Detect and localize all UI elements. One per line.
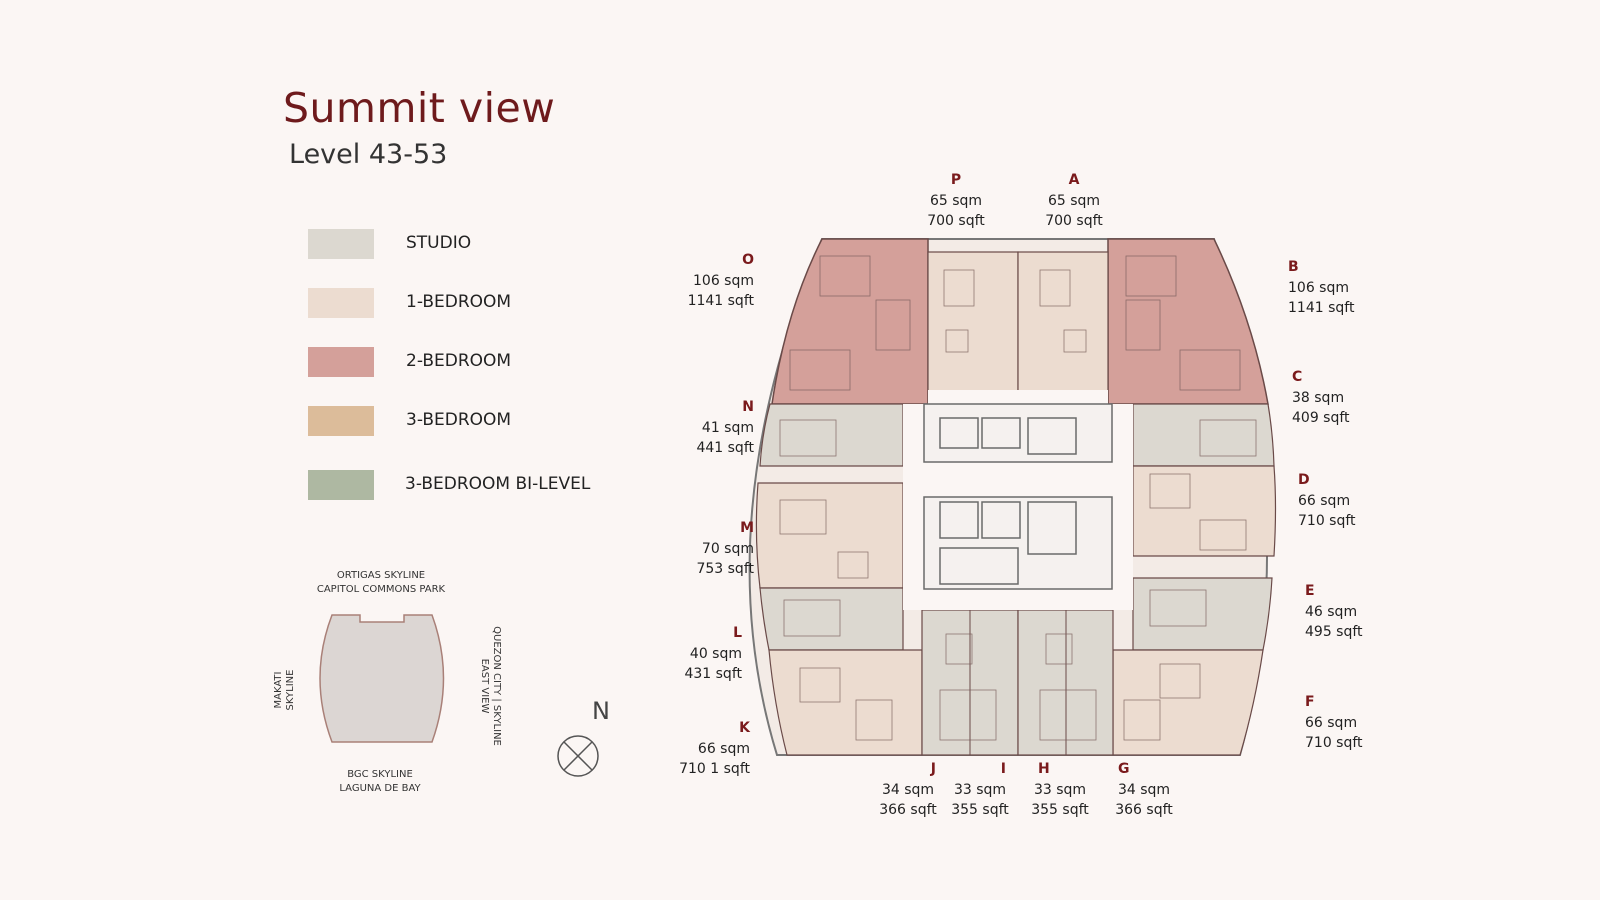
- unit-letter: O: [742, 252, 754, 268]
- legend-label: STUDIO: [406, 233, 472, 253]
- view-label-bottom: BGC SKYLINE LAGUNA DE BAY: [325, 768, 435, 796]
- unit-letter: C: [1292, 369, 1303, 385]
- legend-label: 2-BEDROOM: [406, 351, 512, 371]
- unit-label-l: L 40 sqm 431 sqft: [654, 623, 742, 685]
- unit-c: [1132, 403, 1275, 467]
- unit-sqm: 38 sqm: [1292, 389, 1345, 406]
- unit-sqm: 66 sqm: [1305, 714, 1358, 731]
- unit-letter: B: [1288, 259, 1299, 275]
- unit-label-g: G 34 sqm 366 sqft: [1104, 759, 1184, 821]
- unit-sqm: 40 sqm: [689, 645, 742, 662]
- unit-sqft: 753 sqft: [696, 561, 754, 577]
- unit-letter: F: [1305, 694, 1315, 710]
- unit-sqft: 355 sqft: [1031, 802, 1089, 818]
- unit-label-h: H 33 sqm 355 sqft: [1020, 759, 1100, 821]
- unit-sqm: 33 sqm: [953, 781, 1007, 798]
- unit-sqm: 106 sqm: [1288, 279, 1349, 296]
- unit-n: [759, 403, 904, 467]
- unit-sqft: 710 sqft: [1305, 735, 1363, 751]
- unit-sqft: 431 sqft: [684, 666, 742, 682]
- unit-label-b: B 106 sqm 1141 sqft: [1288, 257, 1376, 319]
- unit-sqft: 710 1 sqft: [679, 761, 750, 777]
- unit-sqft: 710 sqft: [1298, 513, 1356, 529]
- unit-label-m: M 70 sqm 753 sqft: [666, 518, 754, 580]
- unit-sqft: 366 sqft: [879, 802, 937, 818]
- legend-swatch: [308, 406, 374, 436]
- unit-label-c: C 38 sqm 409 sqft: [1292, 367, 1380, 429]
- unit-letter: K: [739, 720, 750, 736]
- legend-swatch: [308, 288, 374, 318]
- unit-sqm: 33 sqm: [1033, 781, 1087, 798]
- unit-sqft: 700 sqft: [1045, 213, 1103, 229]
- unit-sqm: 46 sqm: [1305, 603, 1358, 620]
- unit-letter: P: [950, 172, 962, 188]
- unit-letter: N: [742, 399, 754, 415]
- compass-north-letter: N: [592, 697, 610, 725]
- unit-letter: G: [1118, 761, 1130, 777]
- unit-f: [1112, 649, 1264, 756]
- compass-icon: [557, 735, 599, 777]
- unit-sqm: 65 sqm: [929, 192, 983, 209]
- legend-swatch: [308, 470, 374, 500]
- unit-letter: I: [1000, 761, 1006, 777]
- unit-letter: J: [930, 761, 936, 777]
- view-text: BGC SKYLINE: [347, 769, 413, 780]
- unit-label-j: J 34 sqm 366 sqft: [868, 759, 948, 821]
- unit-sqft: 409 sqft: [1292, 410, 1350, 426]
- unit-p: [927, 251, 1019, 405]
- view-text: LAGUNA DE BAY: [339, 783, 421, 794]
- unit-l: [759, 587, 904, 651]
- unit-sqft: 1141 sqft: [1288, 300, 1355, 316]
- unit-sqm: 34 sqm: [1117, 781, 1171, 798]
- page-title: Summit view: [283, 84, 556, 132]
- unit-sqm: 66 sqm: [697, 740, 750, 757]
- unit-sqft: 495 sqft: [1305, 624, 1363, 640]
- unit-sqm: 41 sqm: [701, 419, 754, 436]
- unit-label-n: N 41 sqm 441 sqft: [666, 397, 754, 459]
- unit-sqm: 66 sqm: [1298, 492, 1351, 509]
- unit-label-e: E 46 sqm 495 sqft: [1305, 581, 1393, 643]
- unit-label-d: D 66 sqm 710 sqft: [1298, 470, 1386, 532]
- unit-a: [1017, 251, 1109, 405]
- unit-label-p: P 65 sqm 700 sqft: [912, 170, 1000, 232]
- unit-label-f: F 66 sqm 710 sqft: [1305, 692, 1393, 754]
- unit-label-o: O 106 sqm 1141 sqft: [666, 250, 754, 312]
- view-text: ORTIGAS SKYLINE: [336, 570, 426, 581]
- legend-label: 3-BEDROOM: [406, 410, 512, 430]
- unit-d: [1132, 465, 1277, 557]
- unit-label-k: K 66 sqm 710 1 sqft: [650, 718, 750, 780]
- unit-letter: L: [733, 625, 742, 641]
- legend-label: 1-BEDROOM: [406, 292, 512, 312]
- unit-letter: D: [1298, 472, 1310, 488]
- unit-letter: H: [1038, 761, 1050, 777]
- unit-e: [1132, 577, 1273, 651]
- unit-sqft: 355 sqft: [951, 802, 1009, 818]
- unit-letter: A: [1068, 172, 1080, 188]
- view-text: CAPITOL COMMONS PARK: [316, 584, 446, 595]
- unit-letter: E: [1305, 583, 1315, 599]
- unit-sqm: 70 sqm: [701, 540, 754, 557]
- unit-sqft: 366 sqft: [1115, 802, 1173, 818]
- unit-label-a: A 65 sqm 700 sqft: [1030, 170, 1118, 232]
- interior-detail: [779, 255, 1257, 741]
- unit-sqm: 34 sqm: [881, 781, 935, 798]
- unit-sqm: 106 sqm: [693, 272, 754, 289]
- unit-letter: M: [740, 520, 754, 536]
- legend-swatch: [308, 347, 374, 377]
- unit-k: [768, 649, 923, 756]
- key-plan-shape: [319, 614, 445, 743]
- view-label-top: ORTIGAS SKYLINE CAPITOL COMMONS PARK: [316, 569, 446, 597]
- unit-label-i: I 33 sqm 355 sqft: [940, 759, 1020, 821]
- unit-sqft: 700 sqft: [927, 213, 985, 229]
- unit-sqm: 65 sqm: [1047, 192, 1101, 209]
- unit-m: [755, 482, 904, 589]
- unit-sqft: 1141 sqft: [687, 293, 754, 309]
- unit-b: [1107, 238, 1269, 405]
- legend-label: 3-BEDROOM BI-LEVEL: [405, 474, 591, 494]
- unit-sqft: 441 sqft: [696, 440, 754, 456]
- building-core: [923, 403, 1113, 590]
- legend-swatch: [308, 229, 374, 259]
- page-subtitle: Level 43-53: [289, 139, 448, 170]
